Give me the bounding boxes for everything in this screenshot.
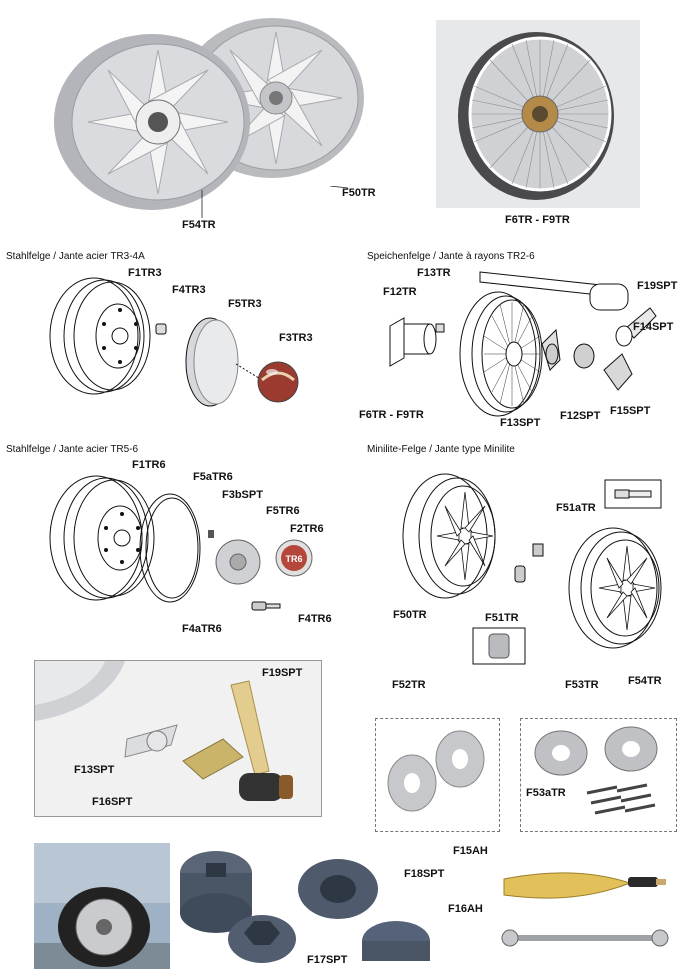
nut-box-icon (472, 627, 526, 665)
label-f13tr: F13TR (417, 267, 451, 279)
nut-icon (155, 323, 167, 335)
steel-wheel-tr3-diagram (40, 270, 340, 420)
wrench-icon (615, 307, 657, 347)
spanner-icon (501, 929, 669, 947)
label-f19spt: F19SPT (637, 280, 678, 292)
label-f13spt: F13SPT (500, 417, 541, 429)
nut-icon (435, 323, 445, 333)
label-f15ah: F15AH (453, 845, 488, 857)
label-f5atr6: F5aTR6 (193, 471, 233, 483)
studs-icon (586, 783, 656, 815)
label-f50tr-top: F50TR (342, 187, 376, 199)
label-f15spt: F15SPT (610, 405, 651, 417)
caption-spoke-tr2: Speichenfelge / Jante à rayons TR2-6 (367, 251, 535, 262)
label-f17spt: F17SPT (307, 954, 348, 966)
spacer-icon (387, 754, 437, 812)
trim-ring-icon (139, 493, 201, 603)
label-f12spt: F12SPT (560, 410, 601, 422)
hubcap-icon (185, 317, 239, 407)
label-f4atr6: F4aTR6 (182, 623, 222, 635)
label-f1tr6: F1TR6 (132, 459, 166, 471)
center-cap-icon (215, 539, 261, 585)
lock-tab-icon (182, 738, 244, 780)
brush-and-spanner-photo (480, 855, 680, 965)
socket-icon (362, 921, 430, 961)
wheel-bolt-icon (532, 543, 544, 557)
label-p-f13spt: F13SPT (74, 764, 115, 776)
wire-wheel-edge-icon (35, 661, 125, 721)
wheel-nut-icon (573, 343, 595, 369)
label-f6tr-f9tr-top: F6TR - F9TR (505, 214, 570, 226)
label-f2tr6: F2TR6 (290, 523, 324, 535)
hub-sockets-photo (178, 843, 438, 973)
screw-icon (208, 530, 214, 538)
minilite-wheel-diagram (395, 462, 685, 667)
socket-icon (228, 915, 296, 963)
label-f14spt: F14SPT (633, 321, 674, 333)
hammer-icon (479, 271, 629, 311)
spacer-f52tr-box (375, 718, 500, 832)
label-p-f16spt: F16SPT (92, 796, 133, 808)
hub-adapter-icon (389, 317, 437, 367)
spinner-tools-photo (34, 660, 322, 817)
socket-icon (180, 851, 252, 933)
label-f51tr: F51TR (485, 612, 519, 624)
badge-ball-icon (257, 361, 299, 403)
label-f6tr-f9tr: F6TR - F9TR (359, 409, 424, 421)
label-p-f19spt: F19SPT (262, 667, 303, 679)
wheel-front-icon (54, 34, 250, 210)
badge-text: TR6 (285, 554, 302, 564)
spoke-wheel-diagram (380, 266, 680, 426)
minilite-wheels-photo (40, 10, 380, 220)
caption-steel-tr5: Stahlfelge / Jante acier TR5-6 (6, 444, 139, 455)
knockoff-spinner-icon (541, 328, 561, 371)
leader-lines (201, 186, 349, 218)
wire-wheel-photo (436, 20, 640, 208)
label-f4tr6: F4TR6 (298, 613, 332, 625)
hammer-photo-icon (230, 680, 293, 801)
label-f52tr: F52TR (392, 679, 426, 691)
spinner-photo-icon (124, 724, 178, 758)
steel-wheel-tr5-diagram: TR6 (40, 462, 350, 632)
wheel-stud-icon (251, 601, 281, 611)
stud-box-icon (604, 479, 662, 509)
spacer-f53tr-box (520, 718, 677, 832)
spinner-tool-icon (603, 353, 633, 391)
caption-minilite: Minilite-Felge / Jante type Minilite (367, 444, 515, 455)
label-f50tr: F50TR (393, 609, 427, 621)
spacer-icon (435, 730, 485, 788)
label-f54tr-top: F54TR (182, 219, 216, 231)
socket-icon (298, 859, 378, 919)
car-wheel-photo (34, 843, 170, 969)
label-f54tr: F54TR (628, 675, 662, 687)
thick-spacer-icon (604, 726, 658, 772)
label-f51atr: F51aTR (556, 502, 596, 514)
label-f12tr: F12TR (383, 286, 417, 298)
label-f5tr6: F5TR6 (266, 505, 300, 517)
label-f16ah: F16AH (448, 903, 483, 915)
lug-nut-icon (514, 565, 526, 583)
label-f53atr: F53aTR (526, 787, 566, 799)
label-f5tr3: F5TR3 (228, 298, 262, 310)
label-f3bspt: F3bSPT (222, 489, 263, 501)
label-f53tr: F53TR (565, 679, 599, 691)
label-f3tr3: F3TR3 (279, 332, 313, 344)
thick-spacer-icon (534, 730, 588, 776)
label-f1tr3: F1TR3 (128, 267, 162, 279)
caption-steel-tr3: Stahlfelge / Jante acier TR3-4A (6, 251, 145, 262)
tr6-badge-icon (275, 539, 313, 577)
label-f18spt: F18SPT (404, 868, 445, 880)
brush-icon (503, 872, 666, 899)
label-f4tr3: F4TR3 (172, 284, 206, 296)
